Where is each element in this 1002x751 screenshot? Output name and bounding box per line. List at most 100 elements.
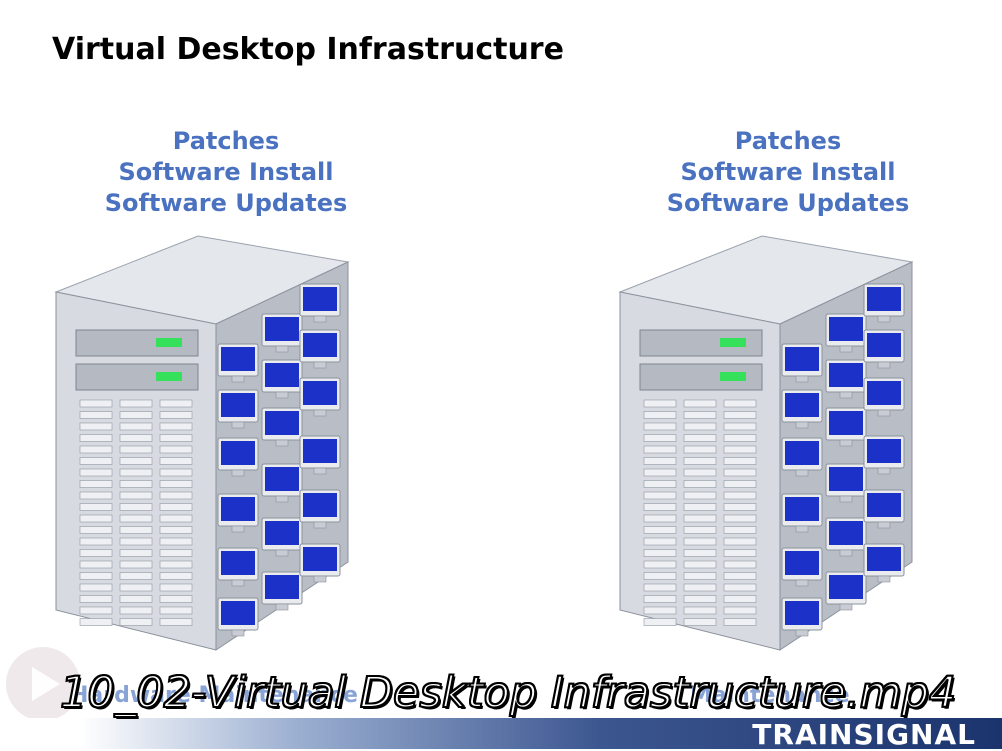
slide-title: Virtual Desktop Infrastructure <box>52 32 564 67</box>
server-slot <box>643 526 677 534</box>
server-slot <box>79 411 113 419</box>
server-slot <box>683 411 717 419</box>
monitor-screen <box>785 601 819 625</box>
monitor-screen <box>867 381 901 405</box>
server-slot <box>683 595 717 603</box>
monitor-stand <box>795 375 809 383</box>
monitor-stand <box>877 409 891 417</box>
server-slot <box>643 583 677 592</box>
server-slot <box>723 549 757 557</box>
monitor-screen <box>221 441 255 465</box>
server-slot <box>683 491 717 500</box>
server-slot <box>723 468 757 477</box>
monitor-screen <box>829 467 863 491</box>
server-slot <box>643 434 677 442</box>
server-slot <box>79 399 113 408</box>
play-button[interactable] <box>6 647 80 721</box>
monitor-stand <box>313 521 327 529</box>
server-slot <box>643 399 677 408</box>
server-slot <box>723 434 757 442</box>
caption-patches: Patches <box>734 127 842 155</box>
monitor-screen <box>785 497 819 521</box>
monitor-stand <box>231 421 245 429</box>
monitor-screen <box>785 441 819 465</box>
monitor-stand <box>877 315 891 323</box>
monitor-stand <box>839 495 853 503</box>
server-slot <box>79 537 113 546</box>
server-slot <box>643 595 677 603</box>
server-slot <box>119 468 153 477</box>
monitor-stand <box>231 525 245 533</box>
monitor-screen <box>867 493 901 517</box>
monitor-screen <box>265 467 299 491</box>
server-slot <box>683 503 717 511</box>
monitor-screen <box>265 521 299 545</box>
server-slot <box>723 526 757 534</box>
server-slot <box>683 468 717 477</box>
monitor-screen <box>303 439 337 463</box>
server-slot <box>119 480 153 488</box>
server-slot <box>683 422 717 431</box>
server-slot <box>723 537 757 546</box>
server-slot <box>643 411 677 419</box>
monitor-stand <box>839 549 853 557</box>
server-slot <box>159 434 193 442</box>
monitor-screen <box>303 493 337 517</box>
server-slot <box>723 422 757 431</box>
monitor-stand <box>839 391 853 399</box>
server-slot <box>643 457 677 465</box>
server-slot <box>79 457 113 465</box>
server-slot <box>79 480 113 488</box>
server-slot <box>119 606 153 615</box>
monitor-stand <box>313 361 327 369</box>
server-slot <box>119 595 153 603</box>
server-slot <box>79 468 113 477</box>
monitor-screen <box>303 287 337 311</box>
server-slot <box>159 560 193 569</box>
caption-software-install: Software Install <box>118 158 334 186</box>
brand-logo: TRAINSIGNAL <box>752 718 976 751</box>
monitor-screen <box>303 333 337 357</box>
server-slot <box>159 480 193 488</box>
server-slot <box>159 491 193 500</box>
server-slot <box>723 503 757 511</box>
server-slot <box>723 618 757 626</box>
server-slot <box>683 514 717 523</box>
monitor-stand <box>231 629 245 637</box>
server-slot <box>79 583 113 592</box>
monitor-stand <box>231 579 245 587</box>
server-slot <box>79 491 113 500</box>
left-captions: Patches Software Install Software Update… <box>66 126 386 219</box>
video-filename-overlay: 10_02-Virtual Desktop Infrastructure.mp4 <box>59 667 957 719</box>
server-slot <box>723 572 757 580</box>
monitor-stand <box>839 345 853 353</box>
server-slot <box>683 549 717 557</box>
monitor-stand <box>313 315 327 323</box>
server-slot <box>723 583 757 592</box>
monitor-screen <box>265 575 299 599</box>
drive-led <box>156 338 182 347</box>
server-slot <box>643 618 677 626</box>
caption-software-updates: Software Updates <box>104 189 348 217</box>
monitor-screen <box>265 363 299 387</box>
server-slot <box>79 445 113 454</box>
server-slot <box>683 618 717 626</box>
monitor-stand <box>795 469 809 477</box>
server-slot <box>683 434 717 442</box>
server-slot <box>79 434 113 442</box>
server-slot <box>723 514 757 523</box>
server-slot <box>159 411 193 419</box>
monitor-screen <box>867 333 901 357</box>
drive-led <box>720 338 746 347</box>
server-slot <box>119 526 153 534</box>
hardware-maintenance-label: Hardware Maintenance <box>70 683 358 708</box>
server-slot <box>683 480 717 488</box>
server-slot <box>683 560 717 569</box>
server-slot <box>119 503 153 511</box>
monitor-stand <box>795 579 809 587</box>
server-slot <box>119 549 153 557</box>
monitor-stand <box>839 603 853 611</box>
server-slot <box>159 503 193 511</box>
monitor-screen <box>829 411 863 435</box>
server-slot <box>159 572 193 580</box>
